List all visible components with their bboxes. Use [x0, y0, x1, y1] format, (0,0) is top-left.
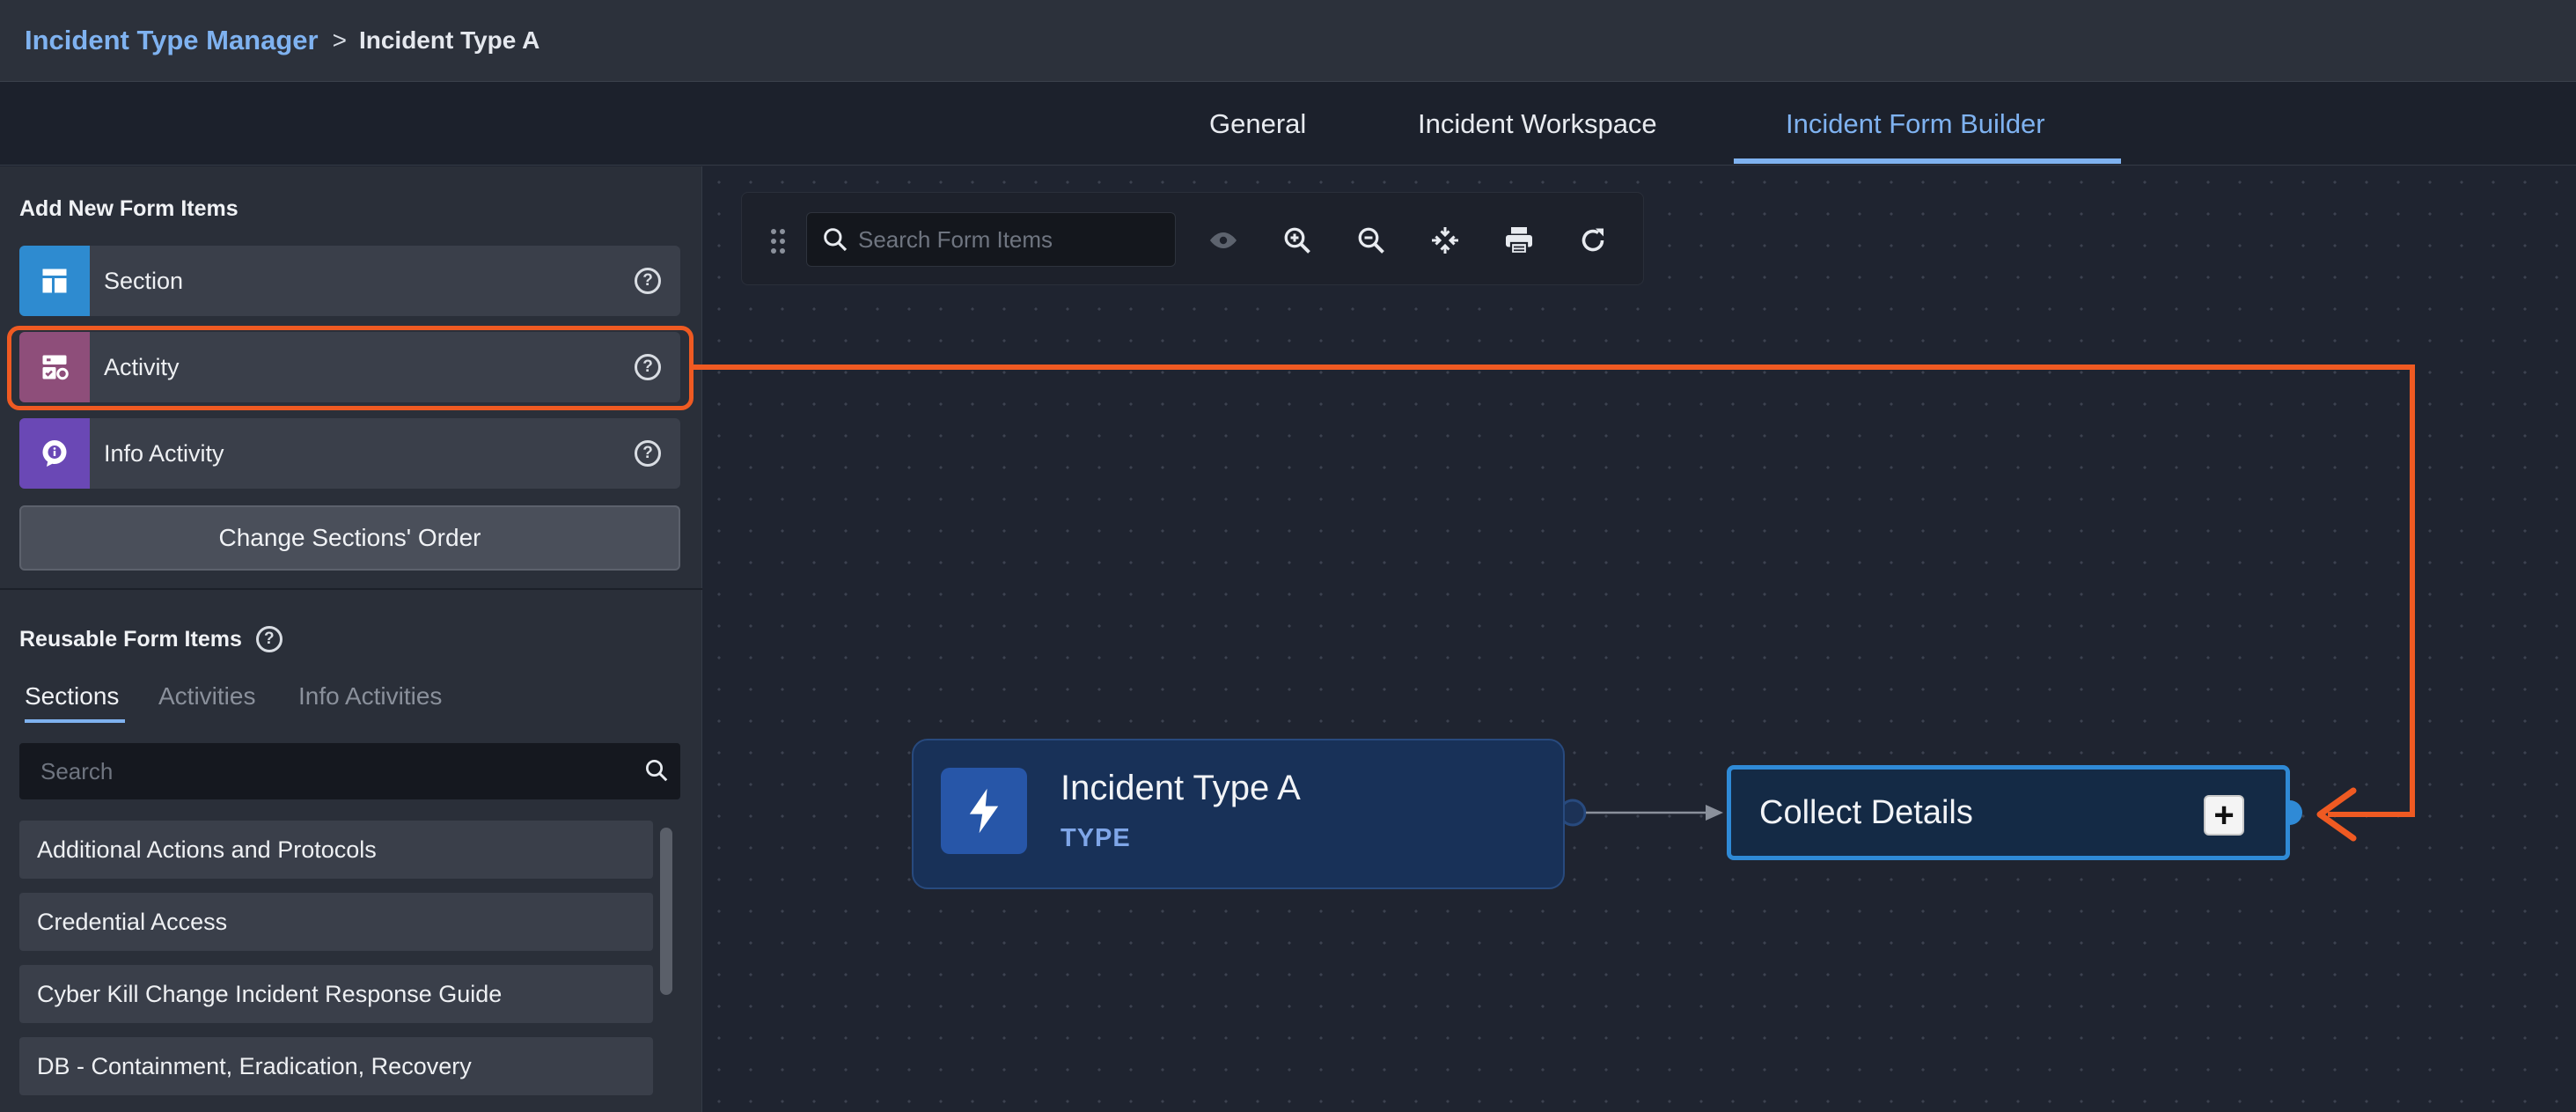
list-scrollbar[interactable] [660, 828, 672, 995]
add-activity-label: Activity [104, 353, 180, 380]
add-section-item[interactable]: Section ? [19, 246, 680, 316]
breadcrumb-separator: > [332, 26, 347, 54]
tab-general[interactable]: General [1209, 107, 1307, 139]
list-item[interactable]: Additional Actions and Protocols [19, 821, 653, 879]
list-item[interactable]: Credential Access [19, 893, 653, 951]
add-item-button[interactable]: + [2204, 795, 2244, 836]
help-icon[interactable]: ? [635, 268, 661, 294]
help-icon[interactable]: ? [255, 626, 283, 652]
add-activity-item[interactable]: Activity ? [19, 332, 680, 402]
eye-icon[interactable] [1207, 225, 1239, 256]
lightning-icon [941, 768, 1027, 854]
activity-icon [19, 332, 90, 402]
drag-handle-icon[interactable] [769, 227, 787, 255]
reusable-form-items-header: Reusable Form Items ? [19, 626, 283, 652]
collect-details-title: Collect Details [1759, 794, 1973, 831]
tab-incident-form-builder[interactable]: Incident Form Builder [1786, 107, 2045, 139]
add-new-form-items-title: Add New Form Items [19, 196, 239, 221]
add-info-activity-item[interactable]: Info Activity ? [19, 418, 680, 489]
tab-bar: General Incident Workspace Incident Form… [0, 82, 2576, 166]
form-items-search [806, 212, 1176, 267]
breadcrumb-current: Incident Type A [358, 26, 540, 54]
fit-to-screen-icon[interactable] [1429, 225, 1461, 256]
reusable-search [19, 743, 680, 799]
activity-highlight-box [7, 326, 694, 410]
incident-type-subtitle: TYPE [1060, 824, 1131, 852]
search-icon [821, 225, 849, 258]
zoom-out-icon[interactable] [1355, 225, 1387, 256]
form-builder-canvas[interactable] [703, 166, 2576, 1112]
subtab-activities[interactable]: Activities [158, 682, 256, 710]
left-panel: Add New Form Items Section ? Activity ? … [0, 166, 702, 1112]
active-tab-indicator [1734, 158, 2121, 164]
print-icon[interactable] [1503, 225, 1535, 256]
subtab-info-activities[interactable]: Info Activities [298, 682, 443, 710]
reusable-form-items-title: Reusable Form Items [19, 626, 242, 652]
list-item[interactable]: DB - Containment, Eradication, Recovery [19, 1037, 653, 1095]
list-item[interactable]: Cyber Kill Change Incident Response Guid… [19, 965, 653, 1023]
info-activity-icon [19, 418, 90, 489]
panel-divider [0, 588, 702, 590]
add-info-activity-label: Info Activity [104, 439, 224, 467]
change-sections-order-button[interactable]: Change Sections' Order [19, 505, 680, 571]
section-layout-icon [19, 246, 90, 316]
breadcrumb-root-link[interactable]: Incident Type Manager [25, 25, 319, 55]
subtab-sections[interactable]: Sections [25, 682, 120, 710]
zoom-in-icon[interactable] [1281, 225, 1313, 256]
refresh-icon[interactable] [1577, 225, 1609, 256]
search-icon[interactable] [643, 757, 670, 788]
form-items-search-input[interactable] [858, 225, 1157, 254]
active-subtab-indicator [25, 719, 125, 723]
help-icon[interactable]: ? [635, 440, 661, 467]
reusable-search-input[interactable] [40, 757, 639, 785]
incident-type-title: Incident Type A [1060, 769, 1301, 807]
tab-incident-workspace[interactable]: Incident Workspace [1418, 107, 1657, 139]
breadcrumb: Incident Type Manager > Incident Type A [0, 0, 2576, 82]
incident-type-node[interactable]: Incident Type A TYPE [912, 739, 1565, 889]
add-section-label: Section [104, 267, 184, 294]
help-icon[interactable]: ? [635, 354, 661, 380]
collect-details-node[interactable]: Collect Details + [1727, 765, 2290, 860]
